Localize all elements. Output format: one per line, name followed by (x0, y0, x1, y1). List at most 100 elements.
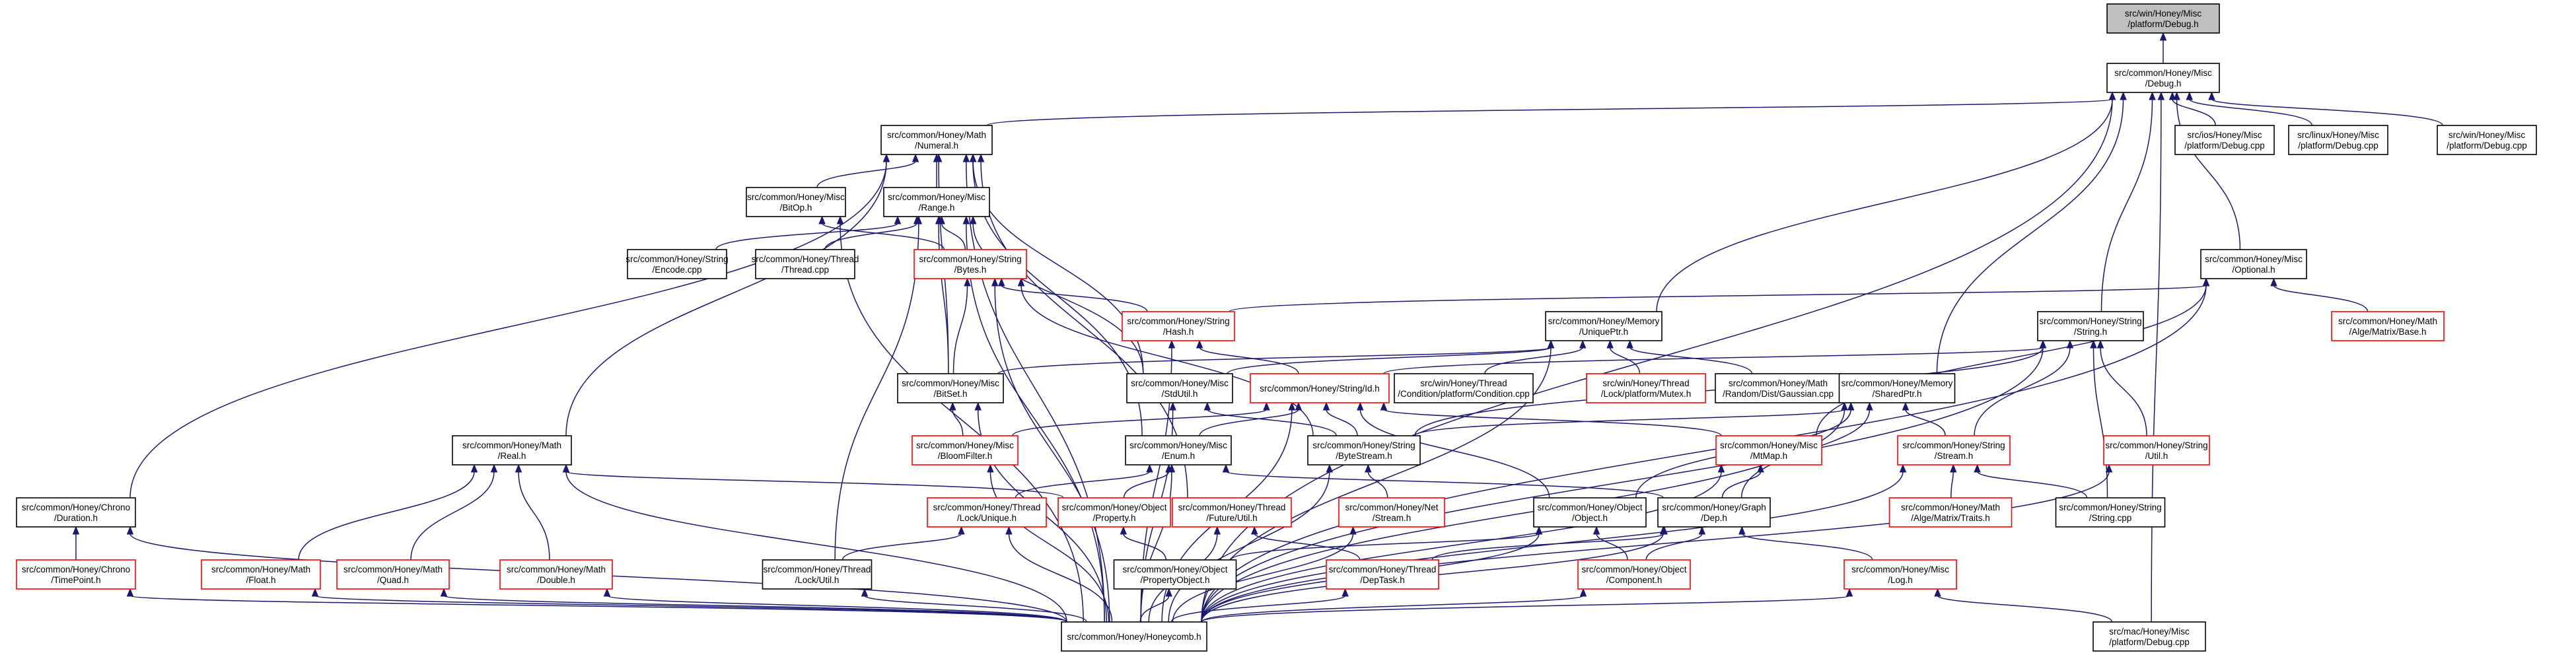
node-box (1126, 373, 1233, 403)
node-component[interactable]: src/common/Honey/Object/Component.h (1577, 559, 1691, 590)
node-box (452, 435, 572, 465)
node-alge_base[interactable]: src/common/Honey/Math/Alge/Matrix/Base.h (2331, 311, 2445, 341)
node-timepoint[interactable]: src/common/Honey/Chrono/TimePoint.h (16, 559, 136, 590)
node-label-line: src/win/Honey/Thread (1420, 378, 1507, 388)
edge-arrowhead (935, 153, 943, 162)
node-deptask[interactable]: src/common/Honey/Thread/DepTask.h (1326, 559, 1439, 590)
node-label-line: src/common/Honey/Math (1729, 378, 1828, 388)
node-thread_cpp[interactable]: src/common/Honey/Thread/Thread.cpp (752, 249, 859, 279)
node-duration[interactable]: src/common/Honey/Chrono/Duration.h (16, 497, 136, 528)
node-object_h[interactable]: src/common/Honey/Object/Object.h (1533, 497, 1647, 528)
node-double_h[interactable]: src/common/Honey/Math/Double.h (499, 559, 613, 590)
node-stdutil[interactable]: src/common/Honey/Misc/StdUtil.h (1126, 373, 1233, 403)
node-box (627, 249, 727, 279)
node-box (2037, 311, 2144, 341)
node-bitset[interactable]: src/common/Honey/Misc/BitSet.h (897, 373, 1004, 403)
node-box (897, 373, 1004, 403)
node-box (1577, 559, 1691, 590)
node-label-line: /platform/Debug.cpp (2447, 141, 2527, 151)
node-lockunique[interactable]: src/common/Honey/Thread/Lock/Unique.h (927, 497, 1047, 528)
node-box (1533, 497, 1647, 528)
node-graph_dep[interactable]: src/common/Honey/Graph/Dep.h (1657, 497, 1771, 528)
node-label-line: /Component.h (1606, 575, 1663, 585)
node-traits[interactable]: src/common/Honey/Math/Alge/Matrix/Traits… (1888, 497, 2013, 528)
node-util_h[interactable]: src/common/Honey/String/Util.h (2103, 435, 2210, 465)
node-float_h[interactable]: src/common/Honey/Math/Float.h (201, 559, 321, 590)
node-label-line: src/common/Honey/Object (1537, 502, 1642, 512)
node-stringid[interactable]: src/common/Honey/String/Id.h (1250, 373, 1390, 403)
edge-honeycomb-to-net_stream (1172, 533, 1354, 623)
edge-honeycomb-to-real (565, 471, 1067, 623)
node-label-line: src/common/Honey/String (626, 254, 728, 264)
node-box (1843, 559, 1957, 590)
node-box (1657, 497, 1771, 528)
node-property[interactable]: src/common/Honey/Object/Property.h (1057, 497, 1171, 528)
edge-arrowhead (962, 215, 970, 224)
edge-honeycomb-to-timepoint (129, 595, 1067, 623)
node-win_debug[interactable]: src/win/Honey/Misc/platform/Debug.h (2106, 3, 2220, 34)
edge-arrowhead (962, 153, 970, 162)
edge-arrowhead (1017, 277, 1025, 287)
node-mac_debug[interactable]: src/mac/Honey/Misc/platform/Debug.cpp (2093, 621, 2206, 652)
node-box (1326, 559, 1439, 590)
edge-arrowhead (977, 153, 985, 162)
node-net_stream[interactable]: src/common/Honey/Net/Stream.h (1338, 497, 1445, 528)
edge-numeral-to-debug_h (986, 98, 2113, 126)
edge-arrowhead (2108, 91, 2116, 100)
node-ios_debug[interactable]: src/ios/Honey/Misc/platform/Debug.cpp (2174, 125, 2275, 155)
node-bitop[interactable]: src/common/Honey/Misc/BitOp.h (746, 187, 846, 217)
node-box (1888, 497, 2013, 528)
node-cond_cpp[interactable]: src/win/Honey/Thread/Condition/platform/… (1394, 373, 1534, 403)
node-stream_h[interactable]: src/common/Honey/String/Stream.h (1897, 435, 2011, 465)
node-box (1545, 311, 1663, 341)
node-propobj[interactable]: src/common/Honey/Object/PropertyObject.h (1113, 559, 1237, 590)
node-box (1338, 497, 1445, 528)
node-future_util[interactable]: src/common/Honey/Thread/Future/Util.h (1172, 497, 1292, 528)
edge-optional-to-debug_h (2176, 98, 2241, 250)
node-label-line: /Util.h (2145, 451, 2168, 461)
node-enum_h[interactable]: src/common/Honey/Misc/Enum.h (1125, 435, 1232, 465)
node-mtmap[interactable]: src/common/Honey/Misc/MtMap.h (1715, 435, 1822, 465)
edge-arrowhead (915, 215, 923, 224)
edge-arrowhead (2096, 339, 2104, 349)
node-linux_debug[interactable]: src/linux/Honey/Misc/platform/Debug.cpp (2288, 125, 2388, 155)
node-quad[interactable]: src/common/Honey/Math/Quad.h (336, 559, 450, 590)
node-hash[interactable]: src/common/Honey/String/Hash.h (1122, 311, 1235, 341)
node-log_h[interactable]: src/common/Honey/Misc/Log.h (1843, 559, 1957, 590)
node-bytes[interactable]: src/common/Honey/String/Bytes.h (913, 249, 1027, 279)
node-mutex_h[interactable]: src/win/Honey/Thread/Lock/platform/Mutex… (1586, 373, 1706, 403)
node-lockutil[interactable]: src/common/Honey/Thread/Lock/Util.h (762, 559, 873, 590)
node-range[interactable]: src/common/Honey/Misc/Range.h (883, 187, 990, 217)
node-box (1897, 435, 2011, 465)
node-string_cpp[interactable]: src/common/Honey/String/String.cpp (2055, 497, 2166, 528)
node-label-line: /platform/Debug.cpp (2109, 637, 2190, 647)
node-debug_h[interactable]: src/common/Honey/Misc/Debug.h (2106, 63, 2220, 93)
node-uniqueptr[interactable]: src/common/Honey/Memory/UniquePtr.h (1545, 311, 1663, 341)
node-label-line: /Float.h (246, 575, 275, 585)
node-box (913, 249, 1027, 279)
node-numeral[interactable]: src/common/Honey/Math/Numeral.h (880, 125, 993, 155)
edge-arrowhead (1342, 588, 1349, 597)
node-string_h[interactable]: src/common/Honey/String/String.h (2037, 311, 2144, 341)
node-label-line: /UniquePtr.h (1579, 327, 1628, 337)
edge-arrowhead (1757, 464, 1764, 473)
node-sharedptr[interactable]: src/common/Honey/Memory/SharedPtr.h (1838, 373, 1956, 403)
edge-graph_dep-to-mtmap (1721, 471, 1762, 498)
edge-arrowhead (1866, 401, 1873, 411)
edge-honeycomb-to-string_h (1201, 347, 2044, 623)
node-win_debug_cpp[interactable]: src/win/Honey/Misc/platform/Debug.cpp (2437, 125, 2537, 155)
node-label-line: src/common/Honey/Misc (888, 192, 985, 202)
node-bytestream[interactable]: src/common/Honey/String/ByteStream.h (1307, 435, 1421, 465)
edge-arrowhead (1168, 339, 1176, 349)
node-label-line: src/common/Honey/String (919, 254, 1021, 264)
node-optional[interactable]: src/common/Honey/Misc/Optional.h (2200, 249, 2307, 279)
node-honeycomb[interactable]: src/common/Honey/Honeycomb.h (1061, 621, 1207, 652)
edge-arrowhead (1841, 401, 1848, 411)
node-encode[interactable]: src/common/Honey/String/Encode.cpp (626, 249, 729, 279)
node-gaussian[interactable]: src/common/Honey/Math/Random/Dist/Gaussi… (1715, 373, 1842, 403)
node-bloom[interactable]: src/common/Honey/Misc/BloomFilter.h (912, 435, 1019, 465)
edge-arrowhead (935, 215, 943, 224)
node-box (2288, 125, 2388, 155)
edge-honeycomb-to-component (1201, 595, 1584, 623)
node-real[interactable]: src/common/Honey/Math/Real.h (452, 435, 572, 465)
